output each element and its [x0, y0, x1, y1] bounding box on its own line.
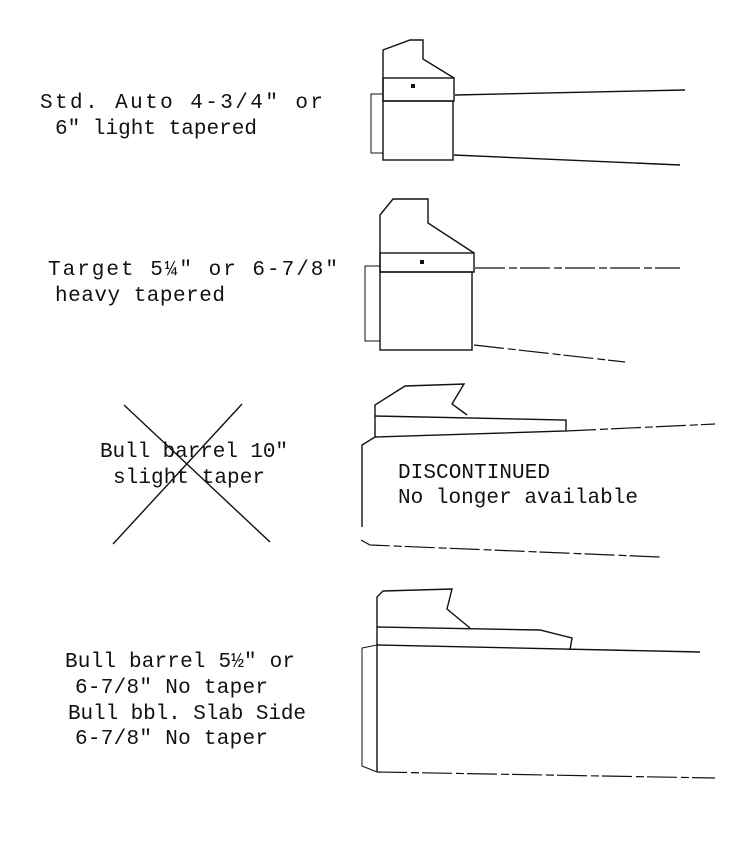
item-label-line: 6-7/8" No taper: [75, 728, 268, 751]
bull-barrel-slab-drawing: [361, 588, 716, 779]
item-label-line: Bull barrel 10": [100, 441, 288, 464]
item-label-line: heavy tapered: [55, 285, 225, 308]
item-label-line: Bull barrel 5½" or: [65, 651, 295, 674]
item-label-line: 6" light tapered: [55, 118, 257, 141]
item-std-auto: Std. Auto 4-3/4" or 6" light tapered: [40, 39, 686, 166]
bull-barrel-10-drawing: [360, 383, 716, 558]
target-barrel-drawing: [364, 198, 680, 363]
item-label-line: Bull bbl. Slab Side: [68, 703, 306, 726]
discontinued-note: No longer available: [398, 487, 638, 510]
std-auto-barrel-drawing: [370, 39, 686, 166]
item-label-line: Target 5¼" or 6-7/8": [48, 259, 338, 282]
item-target: Target 5¼" or 6-7/8" heavy tapered: [48, 198, 680, 363]
item-bull-barrel-slab: Bull barrel 5½" or 6-7/8" No taper Bull …: [65, 588, 716, 779]
crossed-out-mark: [112, 403, 271, 545]
discontinued-note: DISCONTINUED: [398, 462, 550, 485]
item-label-line: slight taper: [113, 467, 265, 490]
item-bull-barrel-10: Bull barrel 10" slight taper DISCONTINUE…: [100, 383, 716, 558]
item-label-line: 6-7/8" No taper: [75, 677, 268, 700]
item-label-line: Std. Auto 4-3/4" or: [40, 92, 323, 115]
